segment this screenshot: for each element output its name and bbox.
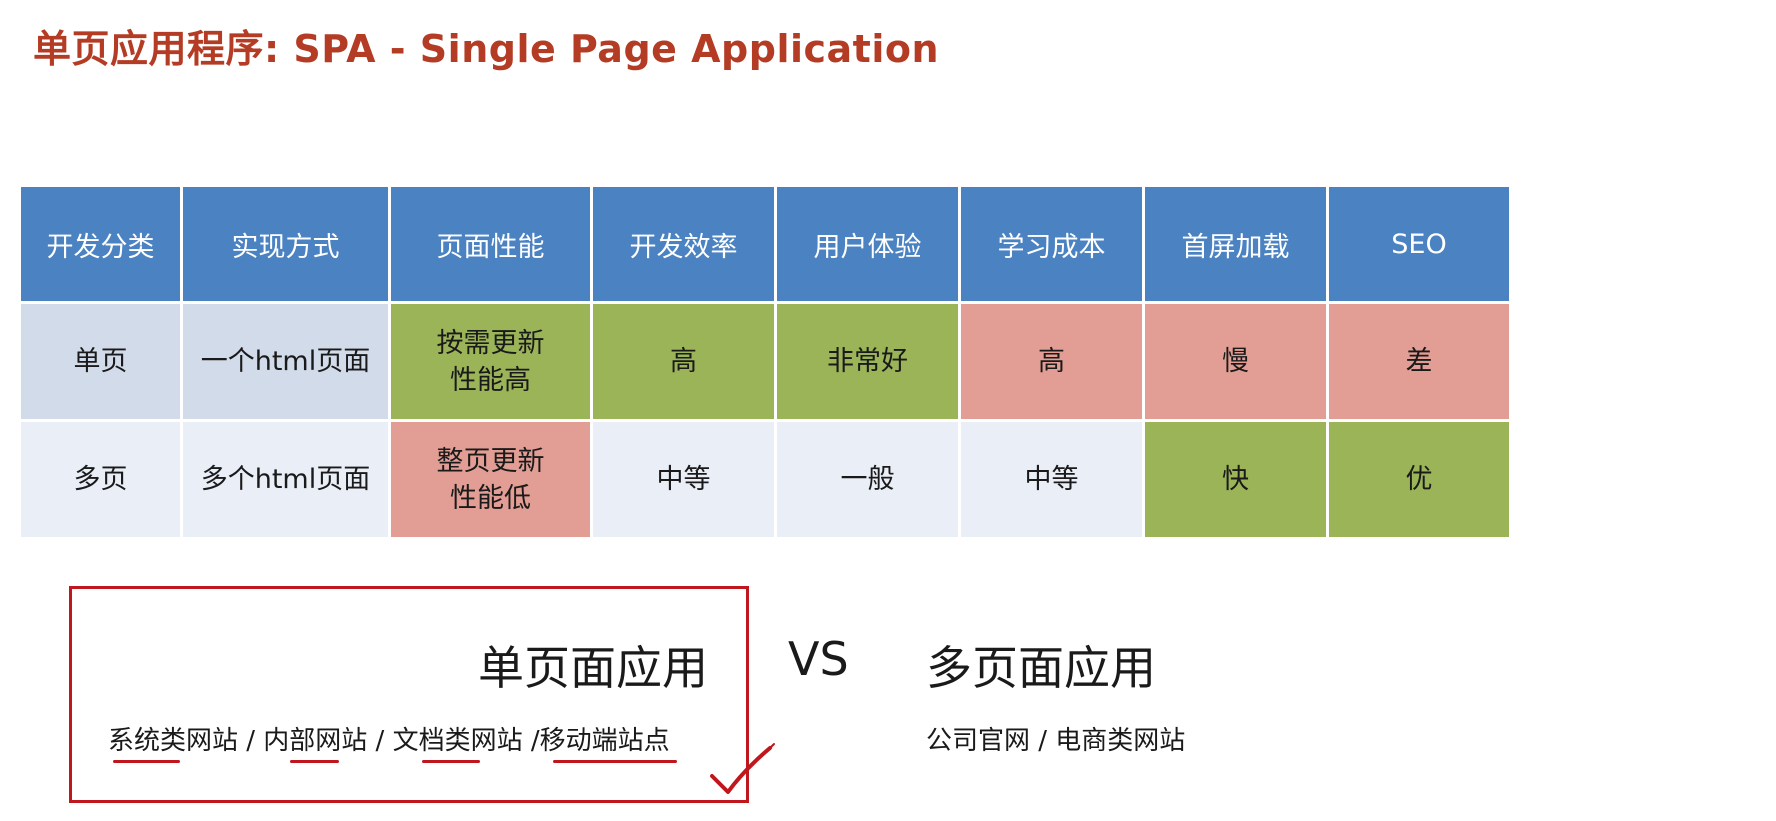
cell-learning-cost: 中等	[961, 422, 1142, 537]
cell-learning-cost: 高	[961, 304, 1142, 419]
spa-title: 单页面应用	[478, 641, 708, 695]
cell-implementation: 一个html页面	[183, 304, 388, 419]
underline-system-sites	[113, 760, 180, 763]
cell-efficiency: 中等	[593, 422, 774, 537]
cell-performance-line1: 按需更新	[436, 327, 545, 359]
header-performance: 页面性能	[391, 187, 590, 301]
header-first-load: 首屏加载	[1145, 187, 1326, 301]
cell-experience: 非常好	[777, 304, 958, 419]
cell-efficiency: 高	[593, 304, 774, 419]
header-seo: SEO	[1329, 187, 1509, 301]
mpa-usage-text: 公司官网 / 电商类网站	[926, 726, 1186, 756]
cell-seo: 差	[1329, 304, 1509, 419]
slide-title: 单页应用程序: SPA - Single Page Application	[33, 27, 940, 71]
spa-usage-text: 系统类网站 / 内部网站 / 文档类网站 /移动端站点	[108, 726, 670, 756]
spa-highlight-box	[69, 586, 749, 803]
header-experience: 用户体验	[777, 187, 958, 301]
comparison-table: 开发分类 实现方式 页面性能 开发效率 用户体验 学习成本 首屏加载 SEO 单…	[18, 184, 1512, 540]
header-category: 开发分类	[21, 187, 180, 301]
cell-performance-line2: 性能低	[450, 482, 531, 514]
header-implementation: 实现方式	[183, 187, 388, 301]
cell-first-load: 快	[1145, 422, 1326, 537]
cell-performance-line1: 整页更新	[436, 445, 545, 477]
table-row-spa: 单页 一个html页面 按需更新 性能高 高 非常好 高 慢 差	[21, 304, 1509, 419]
table-row-mpa: 多页 多个html页面 整页更新 性能低 中等 一般 中等 快 优	[21, 422, 1509, 537]
cell-performance: 整页更新 性能低	[391, 422, 590, 537]
cell-category: 单页	[21, 304, 180, 419]
cell-first-load: 慢	[1145, 304, 1326, 419]
vs-label: VS	[788, 632, 849, 686]
cell-performance: 按需更新 性能高	[391, 304, 590, 419]
underline-internal-sites	[290, 760, 339, 763]
cell-category: 多页	[21, 422, 180, 537]
checkmark-icon	[710, 743, 775, 794]
mpa-title: 多页面应用	[926, 641, 1156, 695]
underline-mobile-sites	[553, 760, 677, 763]
header-learning-cost: 学习成本	[961, 187, 1142, 301]
cell-seo: 优	[1329, 422, 1509, 537]
cell-performance-line2: 性能高	[450, 364, 531, 396]
cell-experience: 一般	[777, 422, 958, 537]
header-efficiency: 开发效率	[593, 187, 774, 301]
underline-doc-sites	[422, 760, 480, 763]
cell-implementation: 多个html页面	[183, 422, 388, 537]
table-header-row: 开发分类 实现方式 页面性能 开发效率 用户体验 学习成本 首屏加载 SEO	[21, 187, 1509, 301]
